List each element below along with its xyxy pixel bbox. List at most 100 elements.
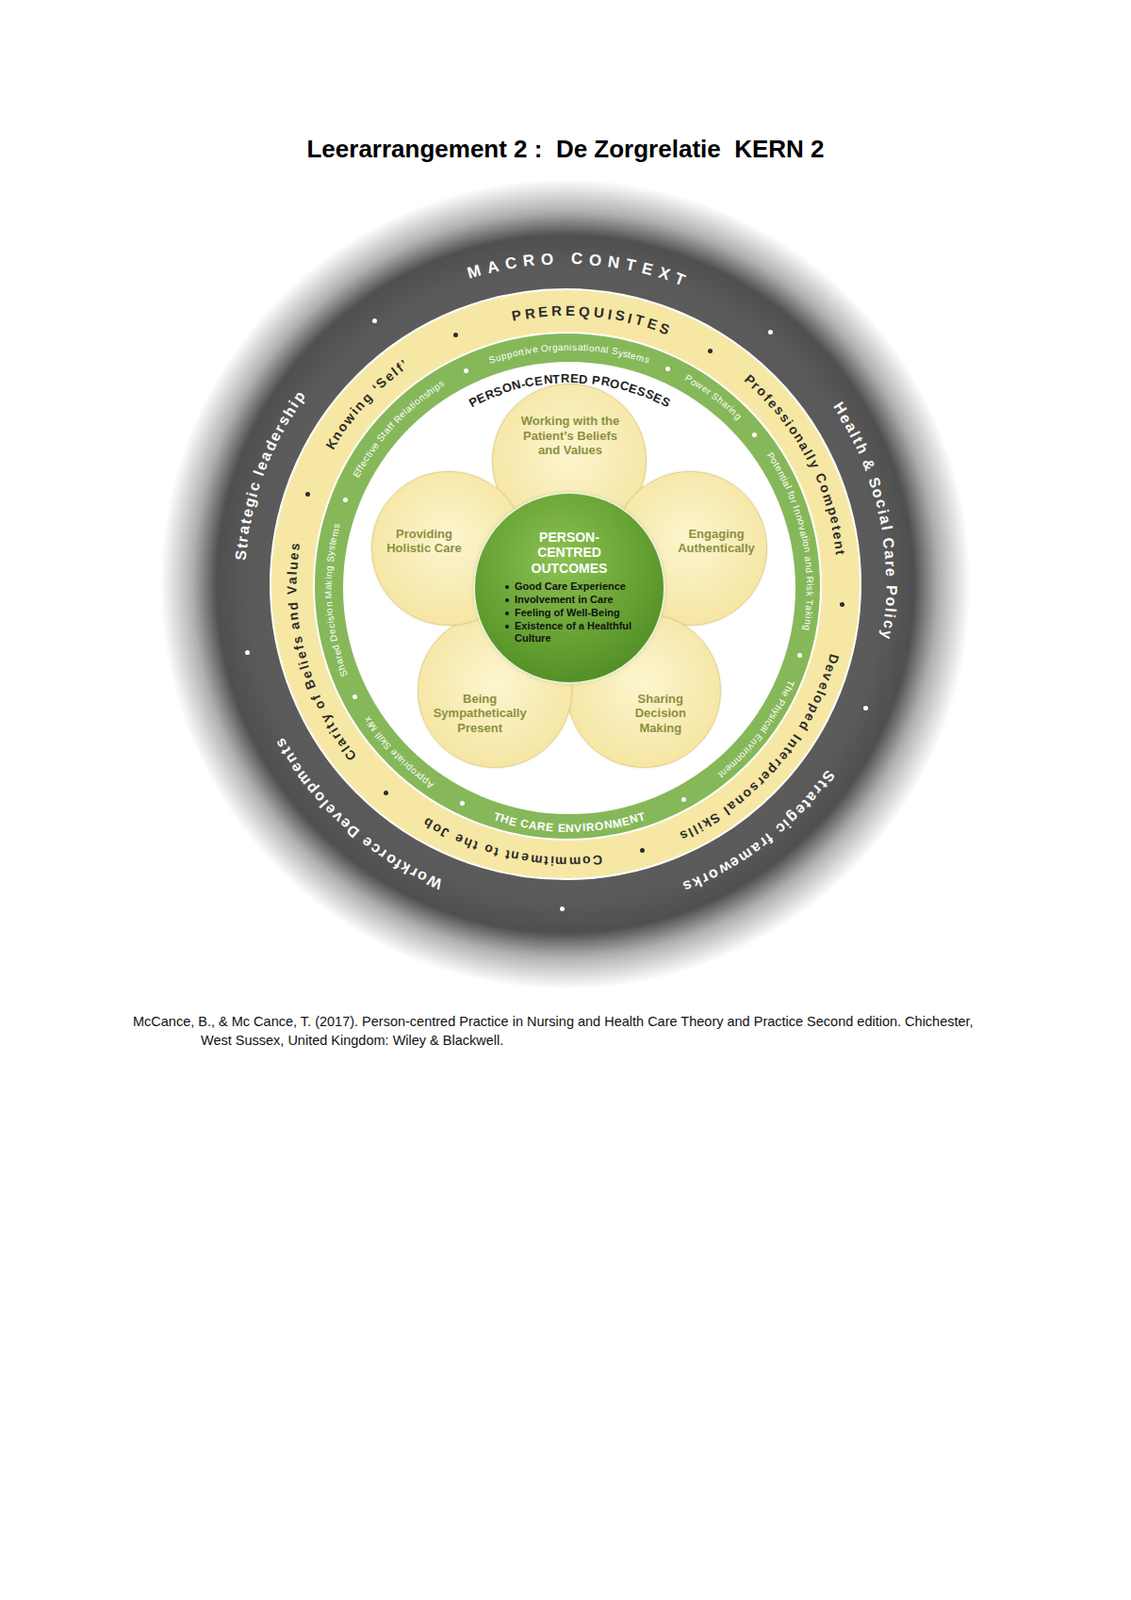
letter: N xyxy=(542,373,554,388)
letter: i xyxy=(324,576,335,580)
letter: s xyxy=(290,635,306,646)
letter: l xyxy=(881,606,898,613)
letter xyxy=(803,596,815,600)
letter: m xyxy=(569,853,582,869)
letter: a xyxy=(599,344,607,356)
letter: R xyxy=(524,305,537,322)
letter: n xyxy=(563,343,570,354)
letter: D xyxy=(578,372,589,386)
outcome-item: Good Care Experience xyxy=(503,580,636,593)
letter: o xyxy=(588,344,595,355)
letter: e xyxy=(830,530,846,541)
outcome-item: Existence of a Healthful Culture xyxy=(503,620,636,645)
letter: N xyxy=(606,253,622,272)
letter: R xyxy=(551,303,562,319)
letter: R xyxy=(522,252,536,271)
letter: g xyxy=(801,623,812,631)
petal-label: Being Sympathetically Present xyxy=(426,690,533,736)
letter: g xyxy=(552,343,558,354)
letter: & xyxy=(858,457,878,474)
separator-dot xyxy=(768,329,773,335)
letter: n xyxy=(509,849,521,865)
letter: i xyxy=(585,343,589,354)
letter: t xyxy=(582,343,586,354)
letter: V xyxy=(573,821,582,835)
letter: e xyxy=(520,851,530,867)
ring-label: Potential for Innovation and Risk Taking xyxy=(764,450,816,634)
letter: P xyxy=(591,374,602,389)
bullet-dot xyxy=(505,585,509,590)
letter: O xyxy=(588,251,603,270)
letter xyxy=(324,598,335,602)
letter xyxy=(289,630,304,637)
letter: a xyxy=(287,621,303,631)
separator-dot xyxy=(245,650,250,656)
letter xyxy=(554,821,558,835)
ring-label: Commitment to the Job xyxy=(420,815,607,869)
letter: Q xyxy=(578,303,591,319)
letter: d xyxy=(285,602,300,612)
letter: T xyxy=(552,372,561,386)
outcomes-heading: PERSON-CENTRED OUTCOMES xyxy=(510,529,629,575)
letter: W xyxy=(425,871,445,892)
letter: R xyxy=(560,372,571,386)
letter: s xyxy=(572,343,577,354)
processes-disc: Working with the Patient’s Beliefs and V… xyxy=(343,361,796,815)
letter: i xyxy=(804,583,816,586)
letter: e xyxy=(286,551,301,560)
letter: U xyxy=(592,304,606,321)
letter: n xyxy=(801,546,812,554)
letter: m xyxy=(555,853,568,869)
letter: C xyxy=(571,250,584,268)
separator-dot xyxy=(752,432,757,438)
letter: s xyxy=(804,586,816,591)
outcome-item: Involvement in Care xyxy=(503,593,636,607)
separator-dot xyxy=(352,694,358,700)
letter: n xyxy=(324,602,335,608)
outcome-text: Feeling of Well-Being xyxy=(514,606,621,620)
letter: l xyxy=(877,524,894,532)
ring-label: Strategic leadership xyxy=(232,388,309,565)
letter: I xyxy=(606,306,613,322)
letter xyxy=(559,250,565,268)
letter: k xyxy=(324,579,335,585)
letter: E xyxy=(545,821,555,835)
letter: r xyxy=(235,535,252,544)
letter: T xyxy=(672,270,688,290)
letter: e xyxy=(826,514,842,525)
letter: a xyxy=(324,585,335,591)
care-environment-ring: Working with the Patient’s Beliefs and V… xyxy=(312,331,822,841)
letter: a xyxy=(557,343,564,354)
citation: McCance, B., & Mc Cance, T. (2017). Pers… xyxy=(132,1013,1005,1050)
outcome-text: Good Care Experience xyxy=(514,580,626,593)
letter: t xyxy=(542,853,549,869)
outcome-text: Existence of a Healthful Culture xyxy=(514,620,636,645)
ring-label: Appropriate Skill Mix xyxy=(361,713,436,790)
separator-dot xyxy=(863,705,869,711)
letter: C xyxy=(591,852,604,868)
letter: a xyxy=(285,576,300,585)
ring-label: Knowing ‘Self’ xyxy=(323,357,412,454)
letter: E xyxy=(533,374,544,389)
macro-context-ring: Working with the Patient’s Beliefs and V… xyxy=(160,179,971,990)
letter: d xyxy=(803,567,815,574)
ring-label: Supportive Organisational Systems xyxy=(486,342,653,367)
letter: S xyxy=(232,550,250,562)
ring-label: MACRO CONTEXT xyxy=(464,249,689,290)
letter: n xyxy=(286,611,302,622)
letter: a xyxy=(875,514,893,526)
ring-label: Health & Social Care Policy xyxy=(830,399,900,643)
letter: k xyxy=(804,590,816,596)
ring-label: THE CARE ENVIRONMENT xyxy=(490,810,649,836)
letter: C xyxy=(879,537,897,551)
letter: r xyxy=(548,343,553,354)
letter: R xyxy=(803,575,815,584)
letter: E xyxy=(645,315,659,333)
letter: e xyxy=(239,508,257,520)
ring-label: Shared Decision Making Systems xyxy=(323,520,351,679)
letter: E xyxy=(565,303,575,319)
letter: r xyxy=(882,560,899,568)
letter: i xyxy=(569,343,572,354)
separator-dot xyxy=(343,497,348,503)
